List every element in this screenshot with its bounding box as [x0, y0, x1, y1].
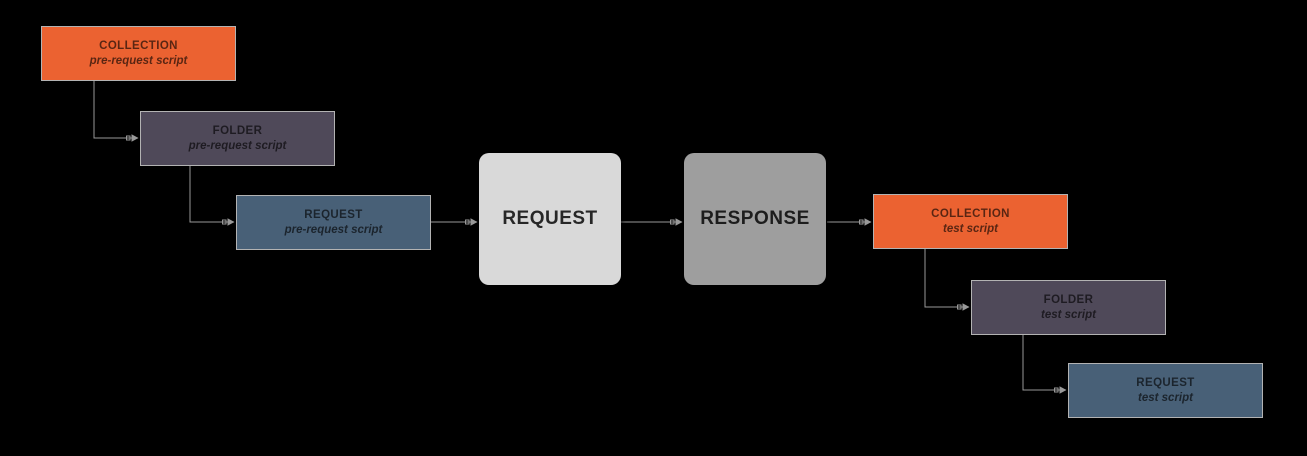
node-title: FOLDER: [1043, 293, 1094, 306]
node-subtitle: test script: [1138, 391, 1193, 404]
node-collection-pre-request-script: COLLECTION pre-request script: [41, 26, 236, 81]
node-subtitle: test script: [1041, 308, 1096, 321]
node-folder-test-script: FOLDER test script: [971, 280, 1166, 335]
node-title: REQUEST: [304, 208, 363, 221]
node-request-pre-request-script: REQUEST pre-request script: [236, 195, 431, 250]
node-subtitle: pre-request script: [284, 223, 383, 236]
node-folder-pre-request-script: FOLDER pre-request script: [140, 111, 335, 166]
node-title: FOLDER: [212, 124, 263, 137]
connector-folder-pre-to-request-pre: [189, 166, 235, 226]
node-collection-test-script: COLLECTION test script: [873, 194, 1068, 249]
node-response-stage: RESPONSE: [684, 153, 826, 285]
connector-collection-pre-to-folder-pre: [93, 81, 139, 142]
node-title: COLLECTION: [99, 39, 178, 52]
node-subtitle: test script: [943, 222, 998, 235]
node-request-test-script: REQUEST test script: [1068, 363, 1263, 418]
connector-collection-test-to-folder-test: [924, 249, 970, 311]
node-request-stage: REQUEST: [479, 153, 621, 285]
connector-folder-test-to-request-test: [1022, 335, 1067, 394]
node-title: RESPONSE: [700, 208, 810, 229]
node-title: REQUEST: [1136, 376, 1195, 389]
node-subtitle: pre-request script: [188, 139, 287, 152]
node-title: COLLECTION: [931, 207, 1010, 220]
node-subtitle: pre-request script: [89, 54, 188, 67]
node-title: REQUEST: [502, 208, 598, 229]
